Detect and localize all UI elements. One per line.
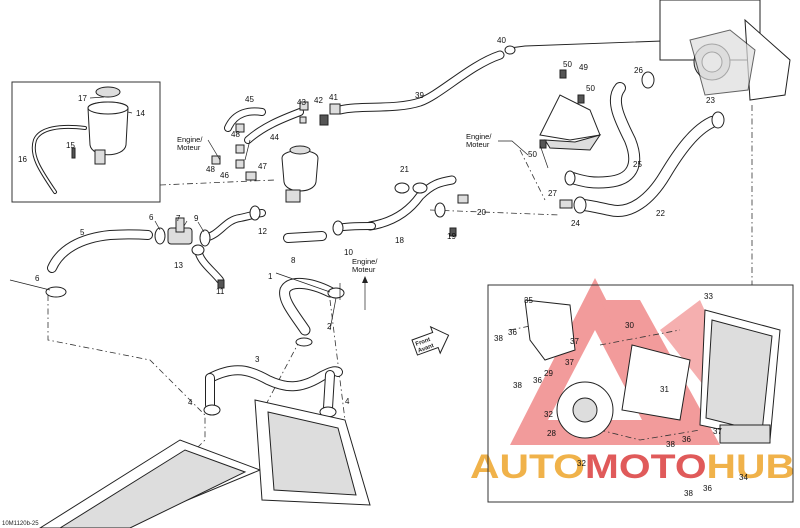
svg-text:Engine/Moteur: Engine/Moteur	[177, 135, 203, 152]
engine-label-line1: Engine/	[177, 135, 203, 144]
callout-38: 38	[494, 334, 503, 343]
callout-11: 11	[216, 287, 225, 296]
engine-label-upper: Engine/Moteur	[177, 135, 203, 152]
callout-16: 16	[18, 155, 27, 164]
front-label-line2: Avant	[417, 343, 435, 354]
callout-49: 49	[579, 63, 588, 72]
callout-7: 7	[176, 214, 181, 223]
callout-50: 50	[586, 84, 595, 93]
callout-3: 3	[255, 355, 260, 364]
callout-39: 39	[415, 91, 424, 100]
callout-32: 32	[577, 459, 586, 468]
callout-35: 35	[524, 296, 533, 305]
callout-29: 29	[544, 369, 553, 378]
svg-text:Engine/Moteur: Engine/Moteur	[466, 132, 492, 149]
callout-36: 36	[508, 328, 517, 337]
engine-label-line1: Engine/	[466, 132, 492, 141]
callout-14: 14	[136, 109, 145, 118]
watermark-auto: AUTO	[470, 448, 585, 486]
callout-25: 25	[633, 160, 642, 169]
callout-1: 1	[268, 272, 273, 281]
watermark-hub: HUB	[707, 448, 795, 486]
callout-50: 50	[528, 150, 537, 159]
callout-28: 28	[547, 429, 556, 438]
callout-5: 5	[80, 228, 85, 237]
callout-8: 8	[291, 256, 296, 265]
callout-22: 22	[656, 209, 665, 218]
callout-44: 44	[270, 133, 279, 142]
callout-48: 48	[231, 130, 240, 139]
callout-40: 40	[497, 36, 506, 45]
expansion-tank-inset	[71, 86, 129, 165]
callout-30: 30	[625, 321, 634, 330]
callout-34: 34	[739, 473, 748, 482]
callout-12: 12	[258, 227, 267, 236]
callout-46: 46	[220, 171, 229, 180]
svg-text:Engine/Moteur: Engine/Moteur	[352, 257, 378, 274]
engine-illustration	[659, 0, 791, 101]
callout-37: 37	[565, 358, 574, 367]
callout-36: 36	[533, 376, 542, 385]
engine-label-right: Engine/Moteur	[466, 132, 529, 156]
callout-2: 2	[327, 322, 332, 331]
callout-24: 24	[571, 219, 580, 228]
callout-36: 36	[682, 435, 691, 444]
callout-42: 42	[314, 96, 323, 105]
callout-20: 20	[477, 208, 486, 217]
callout-41: 41	[329, 93, 338, 102]
expansion-tank-inset-box	[11, 81, 161, 203]
radiator-fan-inset-box	[487, 284, 794, 503]
watermark-moto: MOTO	[585, 448, 707, 486]
callout-37: 37	[570, 337, 579, 346]
front-label-line1: Front	[415, 337, 431, 348]
radiator-fan-assembly	[524, 299, 781, 444]
engine-label-line2: Moteur	[466, 140, 490, 149]
expansion-tank-center	[281, 145, 319, 203]
leader-lines	[9, 96, 549, 331]
callout-38: 38	[684, 489, 693, 498]
callout-27: 27	[548, 189, 557, 198]
engine-label-line2: Moteur	[177, 143, 201, 152]
reference-lines	[47, 105, 753, 456]
callout-38: 38	[513, 381, 522, 390]
callout-9: 9	[194, 214, 199, 223]
callout-21: 21	[400, 165, 409, 174]
parts	[45, 45, 725, 418]
callout-23: 23	[706, 96, 715, 105]
callout-19: 19	[447, 232, 456, 241]
callout-32: 32	[544, 410, 553, 419]
front-arrow: Front Avant	[411, 325, 450, 356]
engine-label-line2: Moteur	[352, 265, 376, 274]
callout-36: 36	[703, 484, 712, 493]
engine-label-line1: Engine/	[352, 257, 378, 266]
reference-code: 10M1120b-25	[2, 521, 39, 527]
callout-47: 47	[258, 162, 267, 171]
callout-10: 10	[344, 248, 353, 257]
callout-31: 31	[660, 385, 669, 394]
callout-50: 50	[563, 60, 572, 69]
callout-6: 6	[35, 274, 40, 283]
hoses	[31, 39, 718, 413]
callout-48: 48	[206, 165, 215, 174]
callout-15: 15	[66, 141, 75, 150]
callout-26: 26	[634, 66, 643, 75]
callout-18: 18	[395, 236, 404, 245]
callout-45: 45	[245, 95, 254, 104]
callout-43: 43	[297, 98, 306, 107]
callout-4: 4	[345, 397, 350, 406]
engine-label-center: Engine/Moteur	[352, 257, 378, 310]
callouts: 1 2 3 4 4 5 6 6 7 8 9 10 11 12 13 14 15 …	[18, 36, 748, 498]
callout-6: 6	[149, 213, 154, 222]
callout-4: 4	[188, 398, 193, 407]
callout-13: 13	[174, 261, 183, 270]
callout-38: 38	[666, 440, 675, 449]
callout-17: 17	[78, 94, 87, 103]
callout-37: 37	[713, 427, 722, 436]
callout-33: 33	[704, 292, 713, 301]
radiator-lower	[39, 399, 371, 528]
